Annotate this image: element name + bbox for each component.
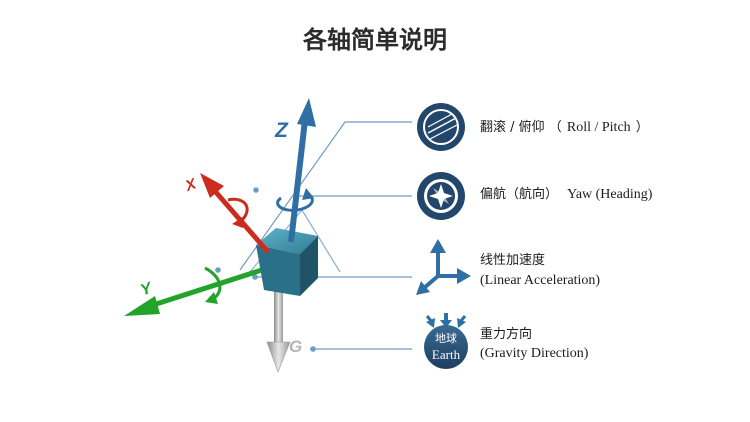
gravity-arrow [266, 290, 291, 373]
legend-yaw-en: Yaw (Heading) [567, 187, 653, 202]
legend-yaw-cn: 偏航（航向） [480, 186, 558, 202]
legend-linear-en: (Linear Acceleration) [480, 273, 600, 288]
legend-yaw: 偏航（航向） Yaw (Heading) [480, 183, 653, 202]
axes-arrows-icon [416, 239, 471, 295]
leader-roll-pitch [239, 121, 412, 271]
earth-label-cn: 地球 [435, 331, 457, 345]
earth-label-en: Earth [432, 347, 461, 362]
x-axis-arrow [200, 173, 270, 254]
legend-roll-pitch-close: ） [636, 120, 649, 135]
legend-roll-pitch-en: Roll / Pitch [567, 120, 631, 135]
diagram-title: 各轴简单说明 [303, 26, 447, 54]
legend-gravity-en: (Gravity Direction) [480, 346, 589, 361]
legend-linear-cn: 线性加速度 [480, 252, 545, 268]
axis-label-y: Y [139, 280, 156, 300]
sensor-cube [256, 228, 318, 296]
earth-icon [424, 313, 468, 369]
leader-lines [239, 121, 412, 350]
axis-label-x: X [182, 175, 199, 195]
y-axis-arrow [124, 265, 269, 316]
legend-gravity-cn: 重力方向 [480, 326, 532, 342]
compass-icon [417, 172, 465, 220]
legend-roll-pitch: 翻滚 / 俯仰 （ Roll / Pitch ） [480, 116, 649, 135]
axis-label-g: G [289, 337, 302, 356]
roll-pitch-icon [417, 103, 465, 151]
cube-guide-b [301, 209, 341, 273]
legend-roll-pitch-cn: 翻滚 / 俯仰 （ [480, 119, 562, 135]
axis-label-z: Z [274, 119, 289, 142]
z-axis-arrow [276, 98, 316, 243]
